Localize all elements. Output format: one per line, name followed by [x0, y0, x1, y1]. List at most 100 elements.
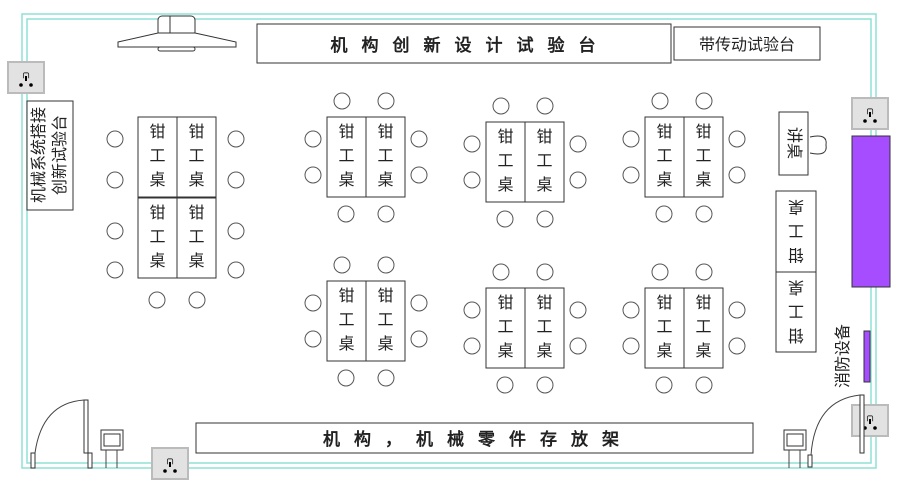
bench-label: 钳: [695, 293, 711, 312]
chair: [569, 171, 587, 189]
trash-bin-left: [100, 429, 124, 468]
bench-label: 钳: [497, 127, 513, 146]
bench-label: 钳: [338, 286, 354, 305]
chair: [188, 291, 206, 309]
chair: [377, 256, 395, 274]
bench-label: 桌: [536, 341, 552, 360]
bench: 钳工桌: [326, 116, 367, 198]
svg-text:╭╮: ╭╮: [865, 105, 876, 115]
bench: 钳工桌: [137, 197, 178, 279]
chair: [410, 166, 428, 184]
bench: 钳工桌: [775, 190, 817, 273]
chair: [569, 337, 587, 355]
bench-label: 钳: [788, 246, 804, 265]
bench: 钳工桌: [365, 280, 406, 362]
chair: [496, 210, 514, 228]
bench-label: 桌: [497, 341, 513, 360]
bench-label: 工: [377, 146, 393, 165]
bench-label: 钳: [149, 122, 165, 141]
chair: [569, 135, 587, 153]
bench-label: 工: [497, 317, 513, 336]
chair: [728, 166, 746, 184]
bench-label: 桌: [338, 334, 354, 353]
chair: [304, 294, 322, 312]
bench: 钳工桌: [775, 271, 817, 353]
chair: [333, 92, 351, 110]
chair: [695, 376, 713, 394]
storage-rack: 机构，机械零件存放架: [195, 422, 754, 454]
bench: 钳工桌: [644, 116, 685, 198]
bench: 钳工桌: [524, 121, 565, 203]
chair: [536, 210, 554, 228]
chair: [377, 92, 395, 110]
bench-label: 钳: [497, 293, 513, 312]
chair: [492, 97, 510, 115]
door-left[interactable]: [30, 399, 93, 469]
bench-label: 钳: [656, 122, 672, 141]
bench: 钳工桌: [365, 116, 406, 198]
bench-label: 钳: [188, 203, 204, 222]
benches: 钳工桌钳工桌钳工桌钳工桌钳工桌钳工桌钳工桌钳工桌钳工桌钳工桌钳工桌钳工桌钳工桌钳…: [137, 116, 817, 369]
chair: [227, 222, 245, 240]
left-station-line2: 创新试验台: [50, 115, 69, 195]
chair: [410, 130, 428, 148]
lectern-label: 讲桌: [785, 127, 804, 159]
bench-label: 桌: [695, 170, 711, 189]
storage-rack-label: 机构，机械零件存放架: [323, 429, 633, 450]
bench-label: 钳: [188, 122, 204, 141]
bench-label: 工: [188, 146, 204, 165]
purple-cabinet: 消防设备: [833, 135, 891, 388]
chair: [536, 376, 554, 394]
bench: 钳工桌: [485, 121, 526, 203]
chair: [106, 222, 124, 240]
chair: [304, 166, 322, 184]
chair: [106, 130, 124, 148]
bench-label: 钳: [656, 293, 672, 312]
bench-label: 钳: [149, 203, 165, 222]
chair: [463, 171, 481, 189]
bench: 钳工桌: [683, 116, 724, 198]
bench-label: 桌: [695, 341, 711, 360]
bench-label: 工: [338, 310, 354, 329]
lectern: 讲桌: [778, 111, 827, 176]
bench-label: 钳: [788, 326, 804, 345]
bench-label: 工: [695, 146, 711, 165]
chair: [377, 369, 395, 387]
chair: [227, 261, 245, 279]
bench: 钳工桌: [176, 197, 217, 279]
bench-label: 工: [536, 151, 552, 170]
bench-label: 工: [536, 317, 552, 336]
chair: [651, 92, 669, 110]
door-right[interactable]: [807, 394, 865, 468]
chair: [106, 171, 124, 189]
chair: [304, 330, 322, 348]
bench-label: 工: [788, 222, 804, 241]
bench-label: 工: [497, 151, 513, 170]
chair: [410, 294, 428, 312]
power-socket-icon: ╭╮: [7, 61, 45, 94]
left-station-line1: 机械系统搭接: [29, 107, 48, 203]
chair: [496, 376, 514, 394]
chair: [622, 130, 640, 148]
bench-label: 钳: [695, 122, 711, 141]
chair: [622, 337, 640, 355]
trash-bin-right: [783, 429, 807, 468]
chair: [106, 261, 124, 279]
svg-text:╭╮: ╭╮: [865, 412, 876, 422]
bench: 钳工桌: [326, 280, 367, 362]
bench-label: 工: [149, 146, 165, 165]
chair: [622, 301, 640, 319]
bench-label: 钳: [377, 286, 393, 305]
chair: [655, 205, 673, 223]
chair: [536, 97, 554, 115]
chair: [148, 291, 166, 309]
bench: 钳工桌: [176, 116, 217, 198]
projector-screen: [117, 15, 237, 52]
top-title: 机构创新设计试验台: [331, 35, 610, 56]
bench: 钳工桌: [137, 116, 178, 198]
chair: [227, 130, 245, 148]
top-title-box: 机构创新设计试验台: [256, 23, 672, 64]
chair: [337, 369, 355, 387]
chair: [655, 376, 673, 394]
